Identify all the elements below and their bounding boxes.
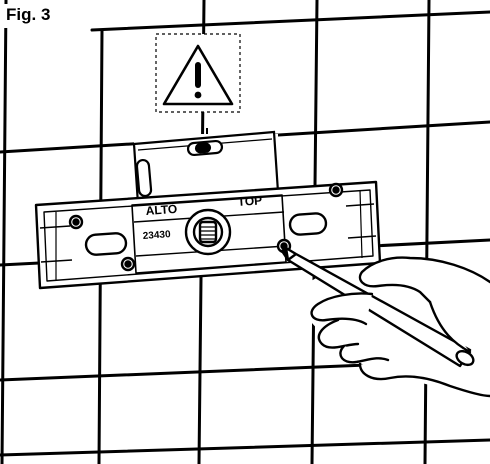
figure-label: Fig. 3 <box>4 4 57 28</box>
tile-line <box>0 438 490 457</box>
warning-callout <box>155 33 241 113</box>
tile-line <box>0 0 8 464</box>
plate-label-left: ALTO <box>145 202 177 218</box>
tile-line <box>423 0 431 464</box>
spirit-level <box>132 128 280 206</box>
plate-part-number: 23430 <box>142 229 171 242</box>
hand <box>310 256 490 398</box>
tile-line <box>90 10 490 32</box>
pencil <box>280 246 475 368</box>
plate-label-right: TOP <box>237 193 262 209</box>
warning-triangle-icon <box>162 44 234 106</box>
